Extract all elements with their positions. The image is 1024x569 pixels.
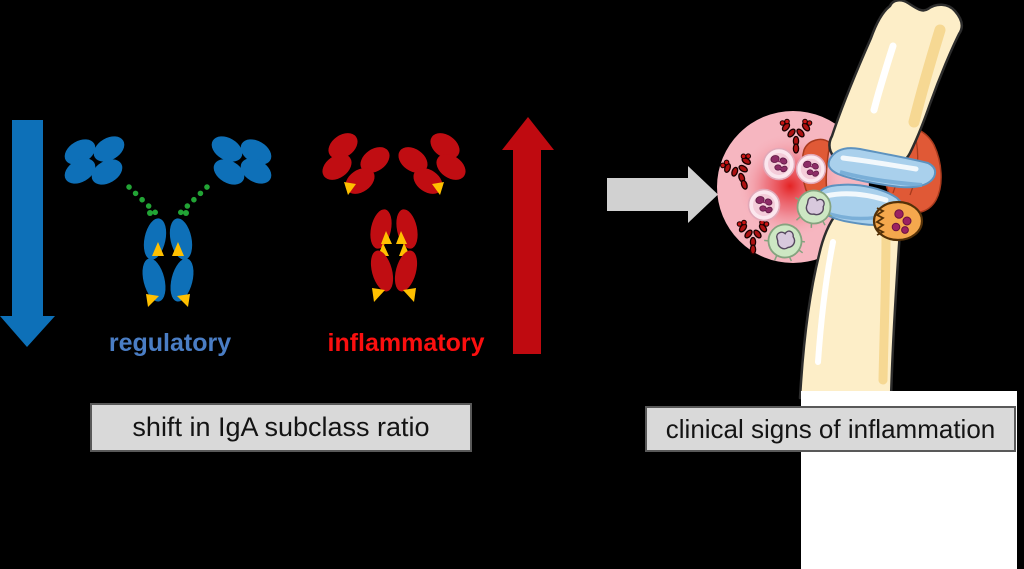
cartilage-upper [827, 147, 937, 189]
osteoclast-icon [872, 200, 924, 242]
fc-domain [370, 209, 418, 302]
upper-bone [828, 0, 964, 169]
neutrophil-icon [762, 147, 796, 181]
caption-shift-in-iga-subclass-ratio: shift in IgA subclass ratio [90, 403, 472, 452]
inflamed-joint-illustration [717, 0, 964, 400]
inflammatory-label: inflammatory [327, 329, 485, 357]
up-arrow-icon [502, 117, 554, 354]
regulatory-label: regulatory [108, 329, 232, 357]
right-arrow-icon [607, 166, 718, 223]
regulatory-antibody-icon [64, 136, 272, 307]
fab-cluster-right [211, 136, 272, 185]
down-arrow-icon [0, 120, 55, 347]
lower-bone [798, 206, 902, 400]
neutrophil-icon [795, 153, 827, 185]
glycan-chains [126, 184, 210, 219]
fab-cluster-left [64, 136, 125, 185]
fc-domain [142, 218, 194, 307]
neutrophil-icon [747, 188, 781, 222]
fab-cluster-right [398, 133, 466, 194]
caption-clinical-signs-of-inflammation: clinical signs of inflammation [645, 406, 1016, 452]
inflammatory-antibody-icon [322, 133, 466, 302]
fab-cluster-left [322, 133, 390, 194]
